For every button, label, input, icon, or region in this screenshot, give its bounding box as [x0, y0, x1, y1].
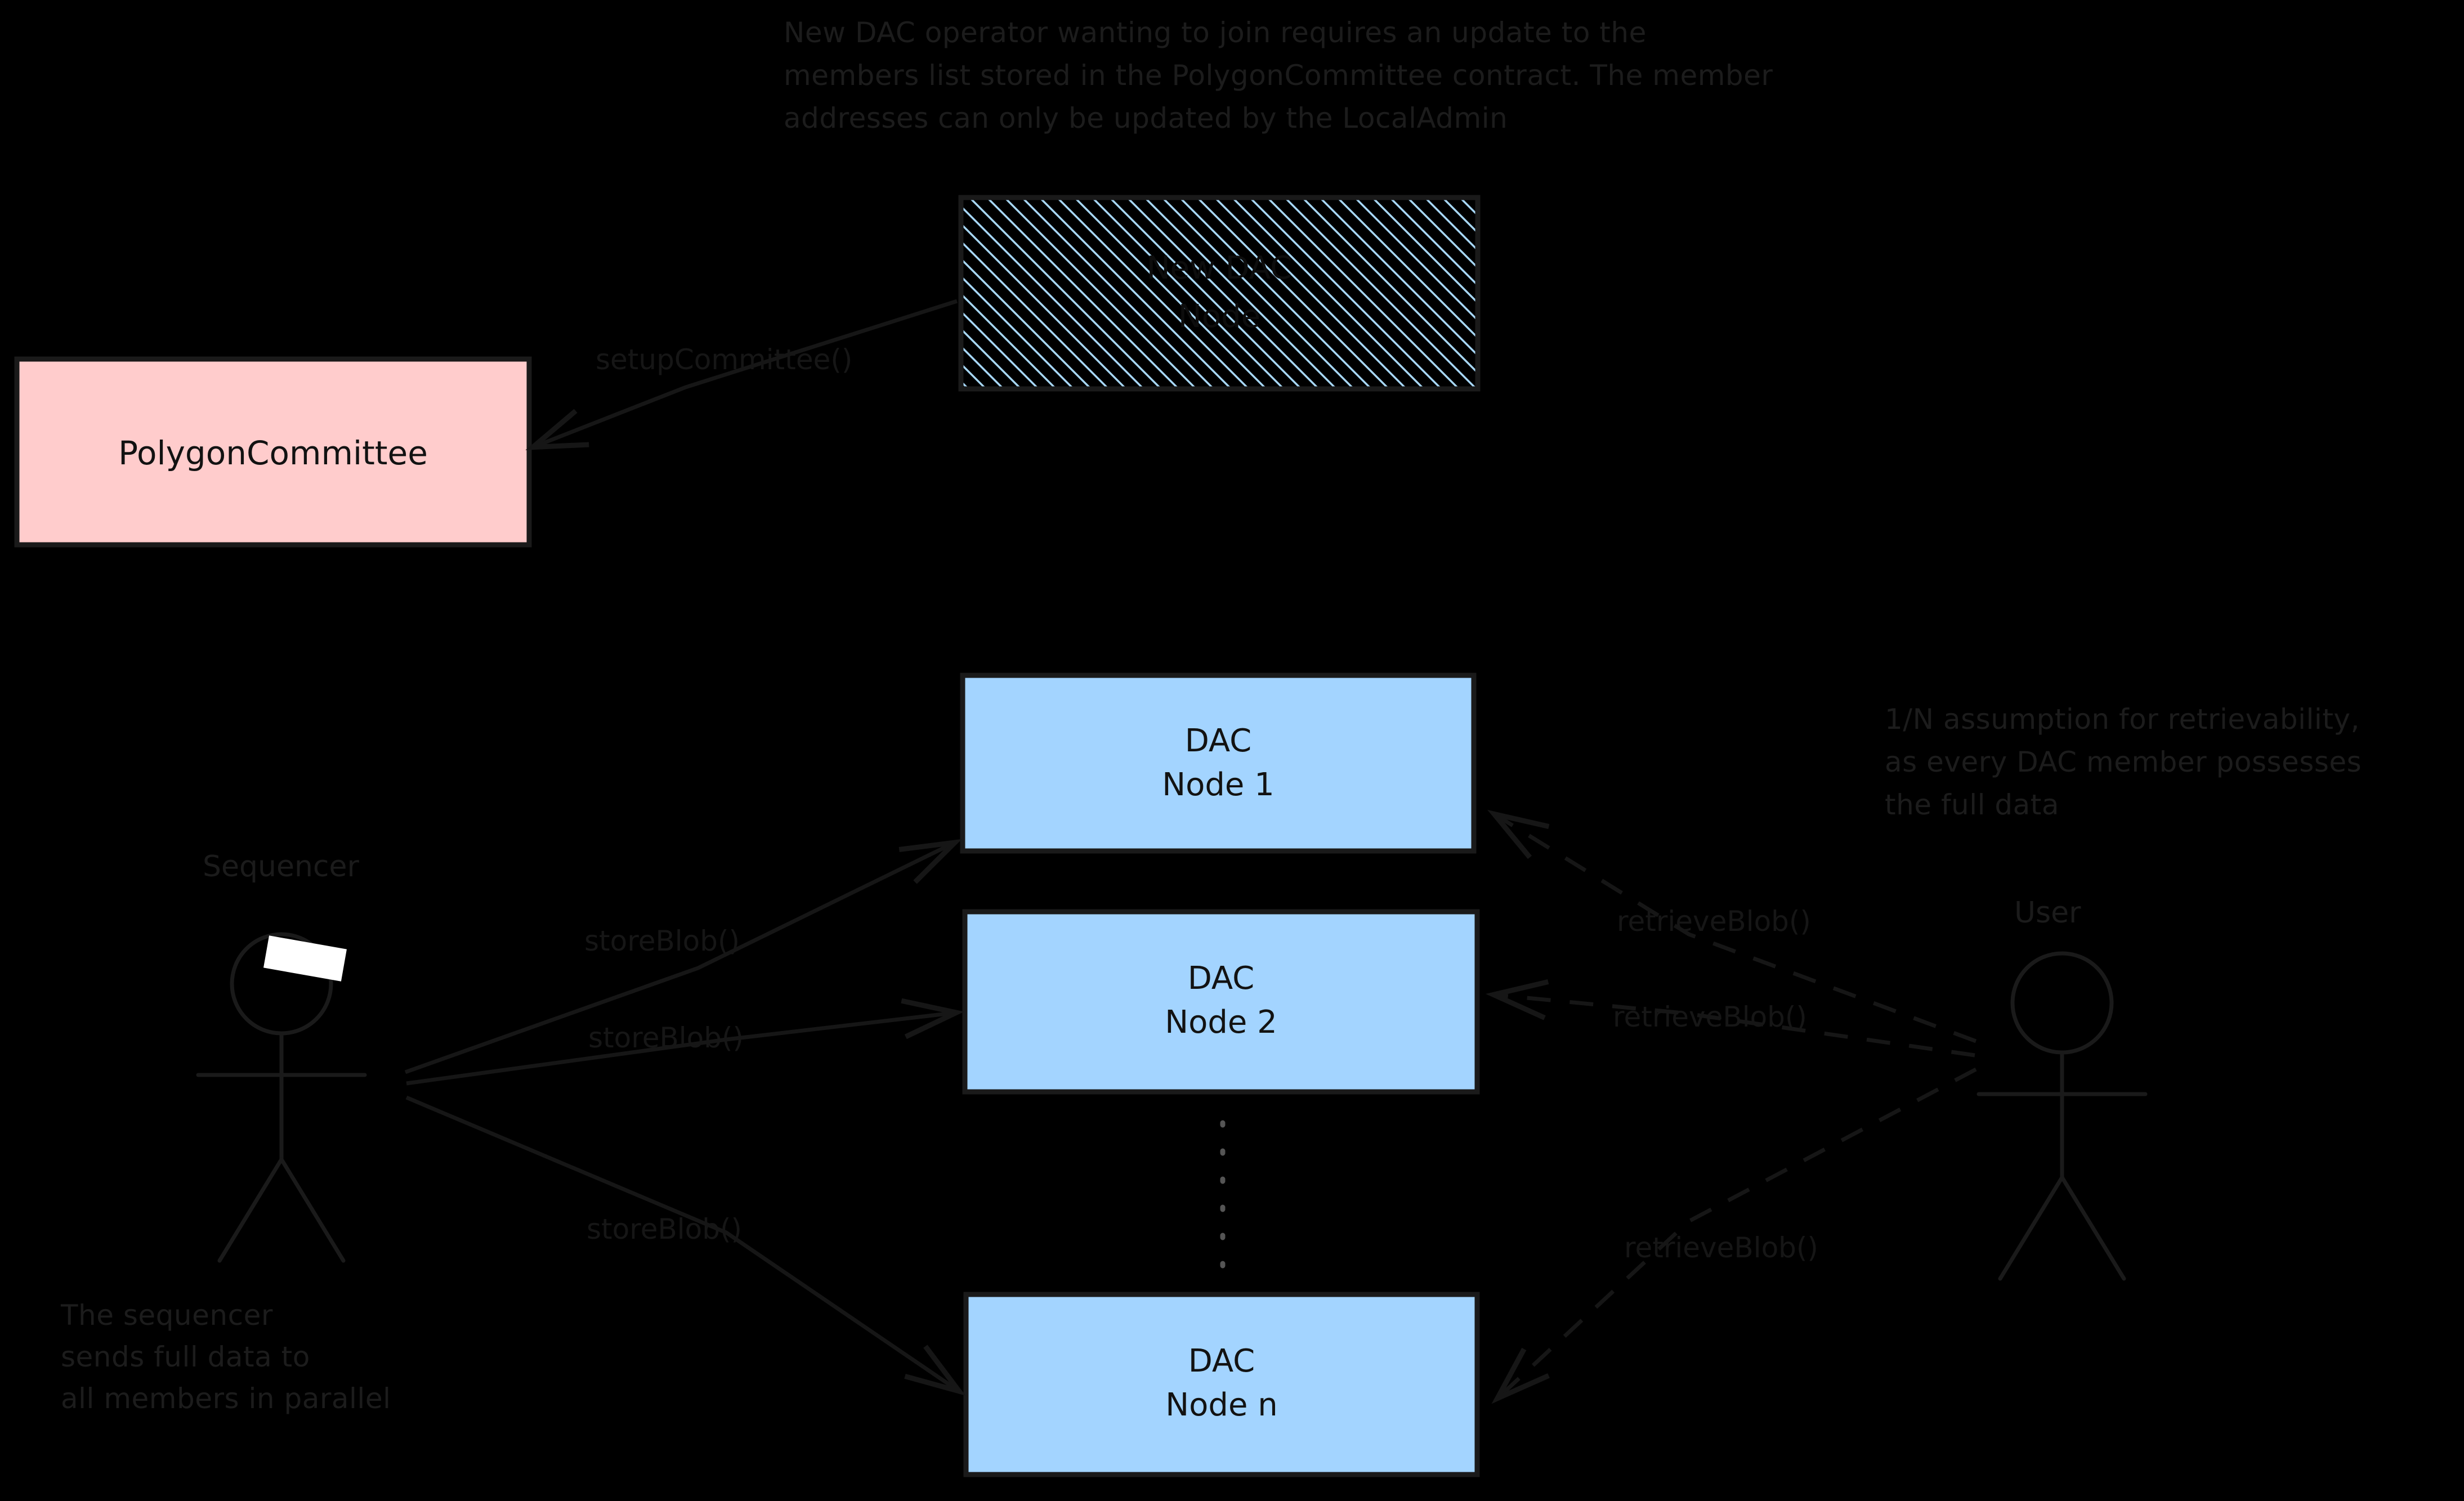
bottom-left-annotation-note: The sequencer sends full data to all mem… [61, 1299, 391, 1415]
store-blob-arrow-2 [406, 1013, 952, 1086]
top-annotation-note: New DAC operator wanting to join require… [784, 16, 1773, 135]
store-blob-n-edge-label: storeBlob() [587, 1213, 743, 1245]
retrieve-blob-arrow-1 [1497, 816, 1977, 1043]
store-blob-arrow-n [405, 1095, 956, 1389]
polygon-committee-box[interactable] [14, 356, 532, 548]
retrieve-blob-2-edge-label: retrieveBlob() [1613, 1001, 1807, 1033]
right-annotation-note: 1/N assumption for retrievability, as ev… [1885, 703, 2362, 821]
store-blob-2-edge-label: storeBlob() [588, 1021, 744, 1054]
user-actor-label: User [2014, 896, 2081, 930]
setup-committee-edge-label: setupCommittee() [596, 343, 853, 376]
store-blob-arrow-1 [404, 844, 951, 1074]
setup-committee-arrow [536, 299, 958, 446]
sequencer-actor-label: Sequencer [203, 850, 359, 884]
retrieve-blob-arrow-n [1500, 1067, 1977, 1396]
store-blob-1-edge-label: storeBlob() [584, 925, 740, 957]
new-dac-node-box[interactable] [958, 195, 1481, 392]
dac-node-2-box[interactable] [962, 909, 1480, 1095]
sequencer-actor-figure[interactable] [196, 932, 367, 1263]
retrieve-blob-n-edge-label: retrieveBlob() [1624, 1231, 1818, 1264]
dac-node-n-box[interactable] [963, 1292, 1480, 1477]
retrieve-blob-1-edge-label: retrieveBlob() [1617, 905, 1811, 938]
retrieve-blob-arrow-2 [1497, 995, 1975, 1058]
user-actor-figure[interactable] [1976, 951, 2148, 1281]
dac-node-1-box[interactable] [960, 673, 1477, 854]
sequencer-highlight-rect [263, 935, 347, 982]
